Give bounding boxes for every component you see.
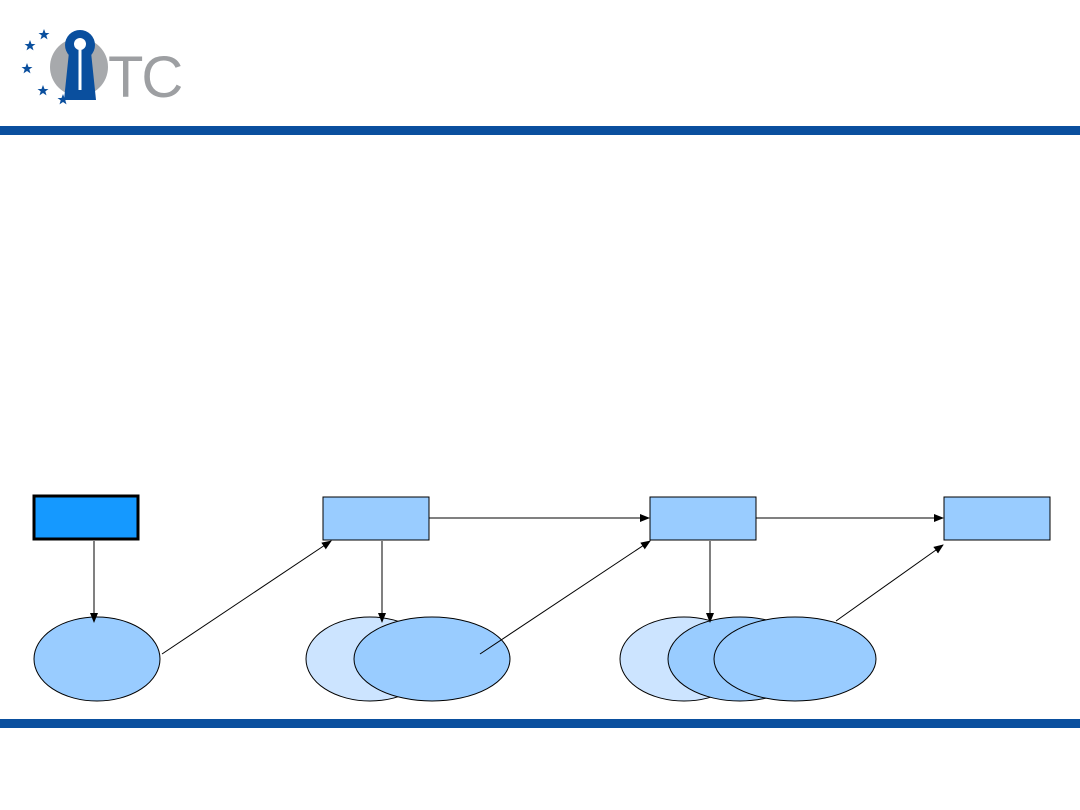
box-2	[322, 496, 430, 541]
top-band	[0, 126, 1080, 135]
bottom-band	[0, 719, 1080, 728]
arrow-ellipse1-box2	[161, 540, 332, 655]
logo: TC	[21, 29, 183, 110]
star-icon	[21, 29, 69, 105]
ellipse-1	[33, 616, 161, 702]
logo-text: TC	[108, 45, 181, 110]
box-1	[32, 494, 140, 541]
keyhole-icon	[64, 30, 96, 100]
box-3	[649, 496, 757, 541]
arrow-ellipse2-box3	[479, 540, 651, 655]
arrow-ellipse3-box4	[835, 544, 944, 622]
box-4	[943, 496, 1051, 541]
ellipse-3c	[713, 616, 877, 702]
ellipse-2b	[353, 616, 511, 702]
